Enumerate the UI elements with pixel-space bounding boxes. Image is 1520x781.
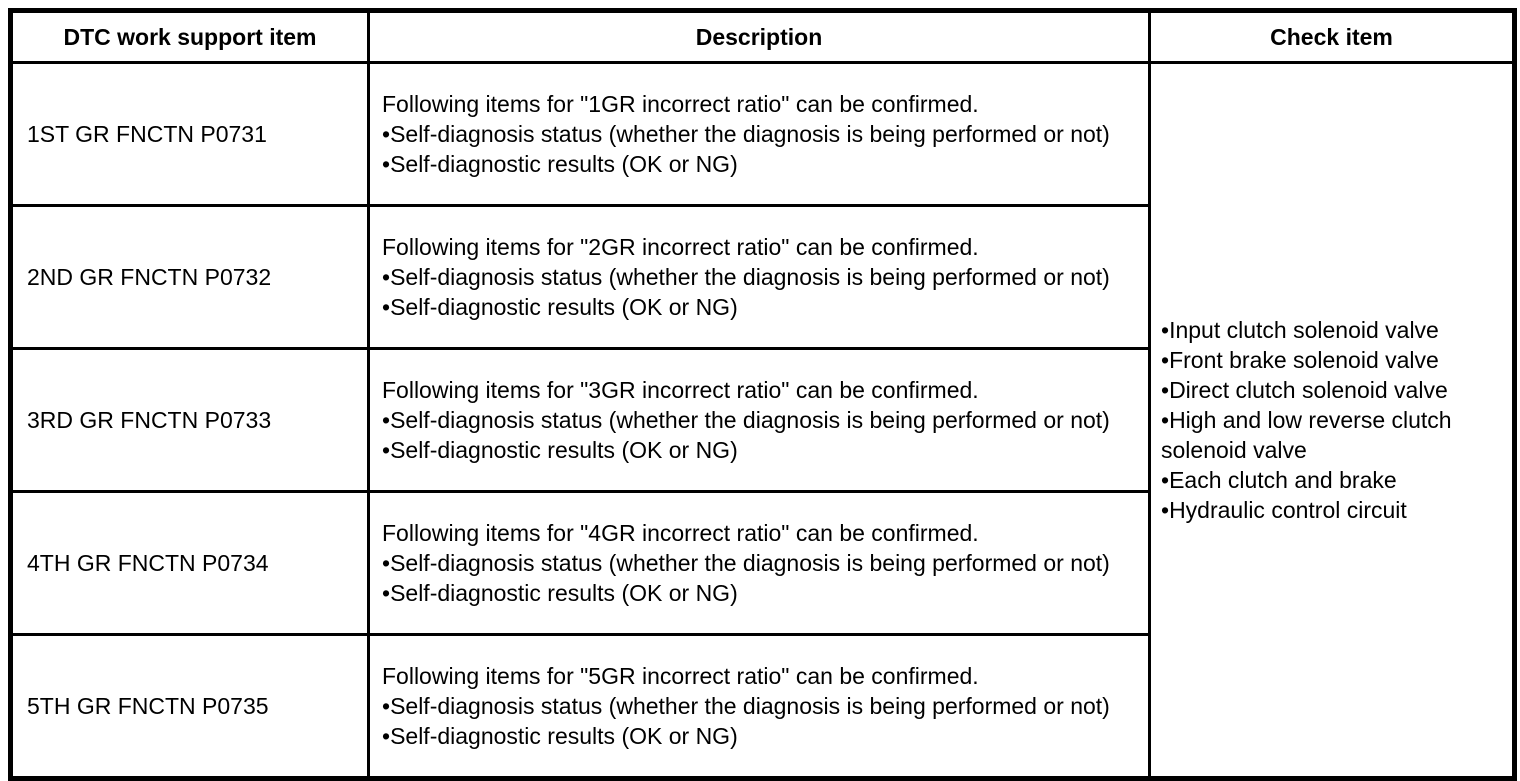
header-check-item: Check item (1148, 9, 1516, 64)
description-bullet: Self-diagnosis status (whether the diagn… (382, 548, 1138, 578)
header-dtc-work-support-item: DTC work support item (9, 9, 370, 64)
table-row: 2ND GR FNCTN P0732 Following items for "… (9, 204, 1515, 350)
dtc-item-cell: 5TH GR FNCTN P0735 (9, 633, 370, 780)
description-intro: Following items for "4GR incorrect ratio… (382, 520, 979, 546)
header-row: DTC work support item Description Check … (9, 9, 1516, 64)
table-row: 4TH GR FNCTN P0734 Following items for "… (9, 490, 1515, 636)
description-bullet: Self-diagnosis status (whether the diagn… (382, 262, 1138, 292)
description-bullet: Self-diagnostic results (OK or NG) (382, 292, 1138, 322)
dtc-work-support-table: DTC work support item Description Check … (8, 8, 1517, 781)
description-bullet: Self-diagnostic results (OK or NG) (382, 149, 1138, 179)
dtc-item-cell: 3RD GR FNCTN P0733 (9, 347, 370, 493)
description-cell: Following items for "2GR incorrect ratio… (367, 204, 1151, 350)
dtc-item-cell: 2ND GR FNCTN P0732 (9, 204, 370, 350)
description-intro: Following items for "5GR incorrect ratio… (382, 663, 979, 689)
check-item-cell: Input clutch solenoid valve Front brake … (1148, 61, 1516, 780)
check-item: Input clutch solenoid valve (1161, 315, 1504, 345)
table-row: 1ST GR FNCTN P0731 Following items for "… (9, 61, 1516, 780)
description-intro: Following items for "2GR incorrect ratio… (382, 234, 979, 260)
check-item: Hydraulic control circuit (1161, 495, 1504, 525)
dtc-item-cell: 1ST GR FNCTN P0731 (9, 61, 370, 207)
check-item: Each clutch and brake (1161, 465, 1504, 495)
header-description: Description (367, 9, 1151, 64)
table-row: 3RD GR FNCTN P0733 Following items for "… (9, 347, 1515, 493)
description-bullet: Self-diagnosis status (whether the diagn… (382, 405, 1138, 435)
check-item: High and low reverse clutch solenoid val… (1161, 405, 1504, 465)
check-item: Direct clutch solenoid valve (1161, 375, 1504, 405)
description-cell: Following items for "1GR incorrect ratio… (367, 61, 1151, 207)
description-bullet: Self-diagnostic results (OK or NG) (382, 578, 1138, 608)
description-intro: Following items for "3GR incorrect ratio… (382, 377, 979, 403)
description-bullet: Self-diagnosis status (whether the diagn… (382, 691, 1138, 721)
description-cell: Following items for "3GR incorrect ratio… (367, 347, 1151, 493)
description-bullet: Self-diagnostic results (OK or NG) (382, 435, 1138, 465)
description-bullet: Self-diagnosis status (whether the diagn… (382, 119, 1138, 149)
description-cell: Following items for "4GR incorrect ratio… (367, 490, 1151, 636)
description-cell: Following items for "5GR incorrect ratio… (367, 633, 1151, 780)
description-bullet: Self-diagnostic results (OK or NG) (382, 721, 1138, 751)
description-intro: Following items for "1GR incorrect ratio… (382, 91, 979, 117)
check-item: Front brake solenoid valve (1161, 345, 1504, 375)
dtc-item-cell: 4TH GR FNCTN P0734 (9, 490, 370, 636)
